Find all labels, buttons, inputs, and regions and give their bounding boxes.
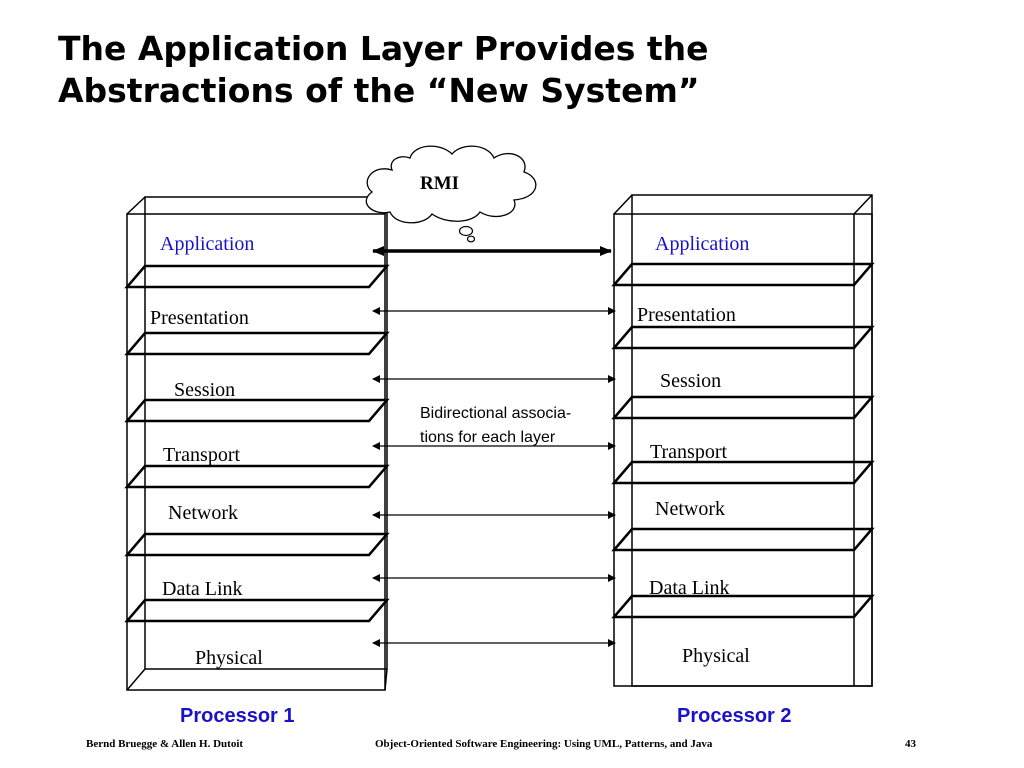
processor-2-inner-frame	[631, 194, 873, 687]
processor-2-label: Processor 2	[677, 705, 792, 727]
processor-1-top-edge-left	[126, 196, 146, 215]
processor-1-separators	[124, 264, 390, 623]
processor-2-layer-transport: Transport	[650, 441, 727, 463]
processor-2-separator	[611, 262, 875, 287]
processor-1-layer-network: Network	[168, 502, 238, 524]
processor-2-layer-data-link: Data Link	[649, 577, 730, 599]
processor-1-label: Processor 1	[180, 705, 295, 727]
processor-1-layer-data-link: Data Link	[162, 578, 243, 600]
footer-book-title: Object-Oriented Software Engineering: Us…	[375, 738, 713, 750]
processor-1-outer-frame	[126, 213, 386, 691]
processor-1-layer-physical: Physical	[195, 647, 263, 669]
rmi-label: RMI	[420, 173, 459, 194]
processor-1-separator	[124, 264, 390, 289]
footer-authors: Bernd Bruegge & Allen H. Dutoit	[86, 738, 244, 750]
slide-title: The Application Layer Provides the Abstr…	[58, 28, 958, 112]
processor-2-separator	[611, 325, 875, 350]
processor-2-layer-session: Session	[660, 370, 721, 392]
processor-2-layer-presentation: Presentation	[637, 304, 736, 326]
processor-1-layer-session: Session	[174, 379, 235, 401]
bidirectional-note-line-1: Bidirectional associa-	[420, 405, 571, 422]
processor-2-top-edge-left	[613, 194, 633, 215]
processor-1-separator	[124, 532, 390, 557]
processor-1-layer-presentation: Presentation	[150, 307, 249, 329]
processor-1-bottom-edge-right	[384, 668, 388, 691]
processor-1-layer-transport: Transport	[163, 444, 240, 466]
processor-2-stack: Application Presentation Session Transpo…	[611, 194, 875, 687]
processor-2-layer-network: Network	[655, 498, 725, 520]
processor-2-separators	[611, 262, 875, 619]
processor-2-separator	[611, 594, 875, 619]
processor-1-separator	[124, 398, 390, 423]
bidirectional-note-line-2: tions for each layer	[420, 429, 556, 446]
slide-title-line-2: Abstractions of the “New System”	[58, 71, 700, 110]
processor-1-inner-frame	[144, 196, 388, 670]
processor-1-separator	[124, 464, 390, 489]
footer-page-number: 43	[905, 738, 916, 750]
rmi-cloud: RMI	[365, 145, 537, 243]
processor-2-layer-application: Application	[655, 233, 749, 255]
processor-2-separator	[611, 460, 875, 485]
processor-2-layer-physical: Physical	[682, 645, 750, 667]
processor-1-bottom-edge-left	[126, 668, 146, 691]
slide-title-line-1: The Application Layer Provides the	[58, 29, 709, 68]
processor-1-separator	[124, 331, 390, 356]
layer-associations	[372, 246, 616, 647]
rmi-cloud-bubble	[458, 225, 474, 237]
processor-2-separator	[611, 395, 875, 420]
processor-2-top-edge-right	[853, 194, 873, 215]
processor-2-separator	[611, 527, 875, 552]
rmi-cloud-bubble	[466, 235, 476, 243]
processor-1-separator	[124, 598, 390, 623]
processor-1-stack: Application Presentation Session Transpo…	[124, 196, 390, 691]
rmi-cloud-shape	[365, 145, 537, 224]
processor-1-layer-application: Application	[160, 233, 254, 255]
